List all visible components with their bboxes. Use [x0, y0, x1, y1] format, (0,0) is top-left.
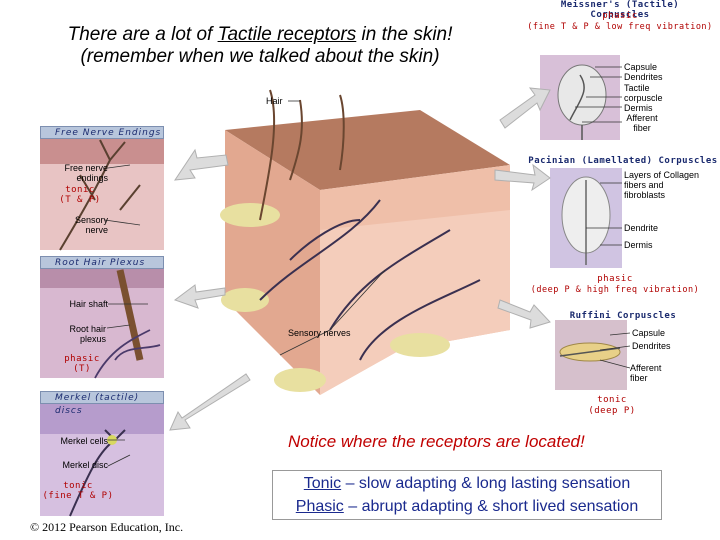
tonic-summary: Tonic – slow adapting & long lasting sen… [303, 475, 631, 492]
hair-shaft-label: Hair shaft [69, 299, 108, 309]
root-hair-inset-image [40, 268, 164, 379]
pacinian-header: Pacinian (Lamellated) Corpuscles [528, 156, 718, 166]
pacinian-inset-image [550, 168, 622, 268]
pacinian-dermis-label: Dermis [624, 240, 653, 250]
pacinian-detail: (deep P & high freq vibration) [530, 285, 700, 295]
meissner-header: Meissner's (Tactile) Corpuscles [560, 0, 680, 20]
merkel-tonic-detail: (fine T & P) [42, 491, 114, 501]
merkel-tonic: tonic [63, 481, 93, 491]
root-hair-phasic: phasic [64, 354, 100, 364]
meissner-tactile-label: Tactile corpuscle [624, 83, 663, 103]
skin-block-image [220, 89, 510, 395]
sensory-nerve-label: Sensory nerve [74, 215, 108, 235]
root-hair-header: Root Hair Plexus [40, 256, 164, 269]
free-nerve-tonic-detail: (T & P) [59, 195, 101, 205]
ruffini-afferent-label: Afferent fiber [630, 363, 662, 383]
notice-text: Notice where the receptors are located! [288, 432, 585, 451]
meissner-inset-image [540, 55, 620, 140]
ruffini-inset-image [555, 320, 627, 390]
merkel-cells-label: Merkel cells [60, 436, 108, 446]
pointer-arrows [169, 87, 551, 431]
copyright-text: © 2012 Pearson Education, Inc. [30, 520, 184, 534]
pacinian-phasic: phasic [597, 274, 633, 284]
page-title: There are a lot of Tactile receptors in … [67, 24, 453, 67]
ruffini-capsule-label: Capsule [632, 328, 666, 338]
meissner-afferent-label: Afferent fiber [626, 113, 658, 133]
ruffini-tonic-detail: (deep P) [588, 406, 636, 416]
meissner-dermis-label: Dermis [624, 103, 653, 113]
free-nerve-inset-image [40, 138, 164, 251]
meissner-dendrites-label: Dendrites [624, 72, 663, 82]
sensory-nerves-label: Sensory nerves [288, 328, 351, 338]
merkel-header: Merkel (tactile) discs [40, 391, 164, 416]
meissner-capsule-label: Capsule [624, 62, 658, 72]
tactile-receptors-term: Tactile receptors [217, 24, 357, 45]
root-hair-plexus-label: Root hair plexus [69, 324, 106, 344]
root-hair-phasic-detail: (T) [73, 364, 91, 374]
meissner-phasic: phasic [602, 11, 638, 21]
ruffini-dendrites-label: Dendrites [632, 341, 671, 351]
free-nerve-header: Free Nerve Endings [40, 126, 164, 139]
merkel-inset-image [40, 404, 164, 517]
hair-label: Hair [266, 96, 283, 106]
pacinian-dendrite-label: Dendrite [624, 223, 659, 233]
meissner-detail: (fine T & P & low freq vibration) [527, 22, 713, 32]
ruffini-header: Ruffini Corpuscles [569, 311, 677, 321]
leader-lines [104, 66, 631, 467]
pacinian-layers-label: Layers of Collagen fibers and fibroblast… [624, 170, 700, 200]
ruffini-tonic: tonic [597, 395, 627, 405]
merkel-disc-label: Merkel disc [62, 460, 108, 470]
free-nerve-label: Free nerve endings [64, 163, 108, 183]
free-nerve-tonic: tonic [65, 185, 95, 195]
phasic-summary: Phasic – abrupt adapting & short lived s… [295, 498, 639, 515]
summary-box: Tonic – slow adapting & long lasting sen… [272, 470, 662, 520]
